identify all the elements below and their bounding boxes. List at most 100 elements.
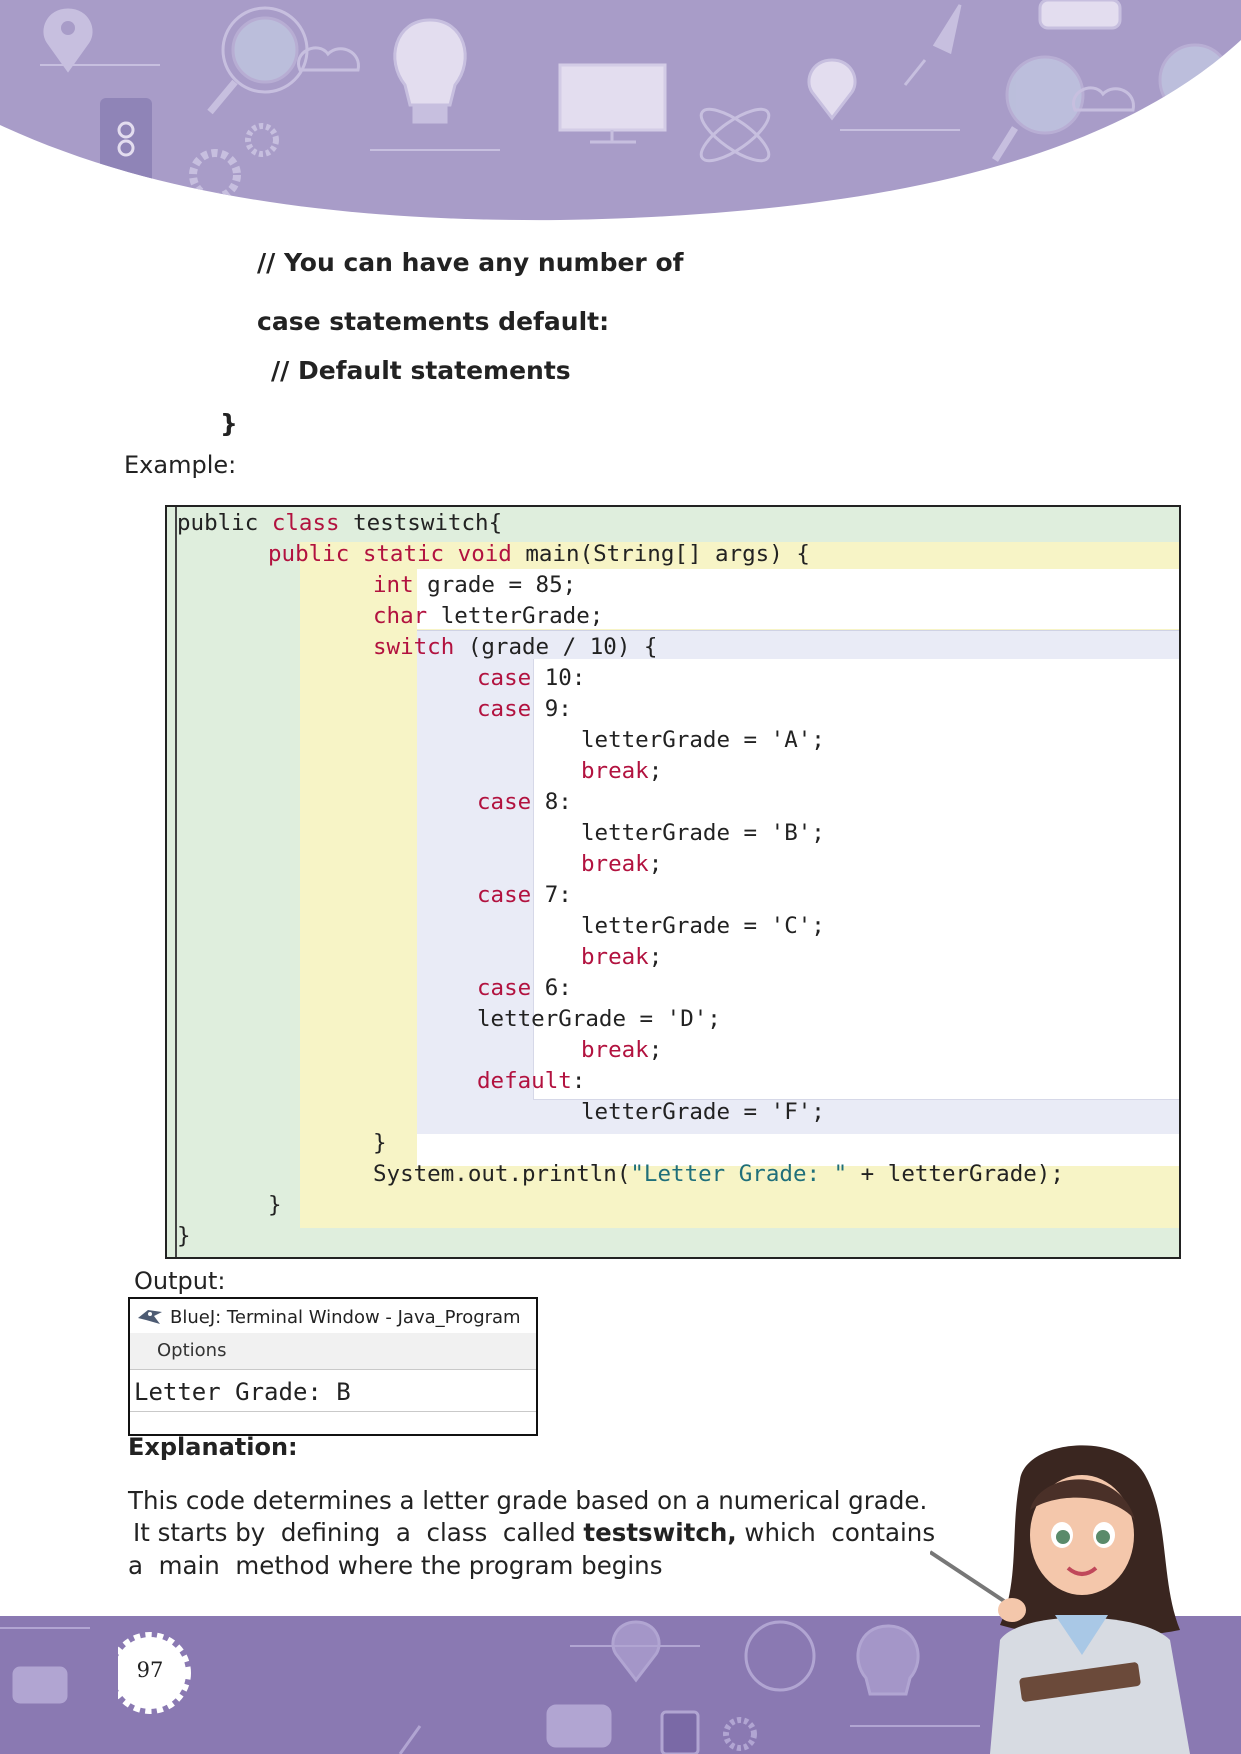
output-label: Output: xyxy=(134,1267,226,1295)
magnifier-cloud-icon xyxy=(207,6,360,115)
page-gear-badge xyxy=(118,1632,191,1714)
terminal-title-bar[interactable]: BlueJ: Terminal Window - Java_Program xyxy=(136,1302,521,1332)
code-text: grade = 85; xyxy=(413,572,577,598)
code-line: char letterGrade; xyxy=(373,601,603,632)
code-text: + letterGrade); xyxy=(847,1161,1064,1187)
code-line: break; xyxy=(581,942,662,973)
code-keyword: int xyxy=(373,572,414,598)
explanation-line-2: It starts by defining a class called tes… xyxy=(133,1518,935,1547)
code-line: letterGrade = 'C'; xyxy=(581,911,825,942)
terminal-output: Letter Grade: B xyxy=(134,1378,351,1406)
code-text: : xyxy=(571,1068,586,1094)
code-text: } xyxy=(177,1223,191,1249)
code-text: ; xyxy=(648,1037,663,1063)
code-text: System.out.println( xyxy=(373,1161,631,1187)
code-line: break; xyxy=(581,756,662,787)
code-line: public static void main(String[] args) { xyxy=(268,539,810,570)
declaration-scope-block xyxy=(417,569,1179,629)
code-line: } xyxy=(373,1128,387,1159)
code-keyword: default xyxy=(477,1068,572,1094)
code-text: testswitch{ xyxy=(339,510,503,536)
lightbulb-icon xyxy=(856,1624,920,1696)
code-line: } xyxy=(177,1221,191,1252)
syntax-closing-brace: } xyxy=(220,409,238,438)
code-text: 7: xyxy=(531,882,572,908)
bluej-bird-icon xyxy=(138,1310,162,1324)
code-keyword: case xyxy=(477,975,532,1001)
code-text: letterGrade = 'F'; xyxy=(581,1099,825,1125)
code-keyword: break xyxy=(581,1037,649,1063)
code-line: case 8: xyxy=(477,787,572,818)
code-text: (grade / 10) { xyxy=(454,634,658,660)
explanation-line-3: a main method where the program begins xyxy=(128,1551,663,1580)
code-text: ; xyxy=(648,851,663,877)
code-keyword: class xyxy=(271,510,340,536)
code-line: } xyxy=(268,1190,282,1221)
code-text: ; xyxy=(648,944,663,970)
rocket-icon xyxy=(903,4,962,86)
code-text: 10: xyxy=(531,665,586,691)
println-scope-block xyxy=(417,1134,1179,1166)
phone-link-icon xyxy=(660,1710,700,1754)
explanation-title: Explanation: xyxy=(128,1433,298,1461)
code-line: letterGrade = 'B'; xyxy=(581,818,825,849)
editor-margin-rule xyxy=(175,507,177,1257)
code-keyword: break xyxy=(581,944,649,970)
syntax-comment-default: // Default statements xyxy=(271,356,571,385)
code-keyword: char xyxy=(373,603,428,629)
code-text: main(String[] args) { xyxy=(511,541,810,567)
code-text: letterGrade = 'A'; xyxy=(581,727,825,753)
rocket-icon xyxy=(398,1725,422,1754)
header-banner xyxy=(0,0,1241,221)
code-line: case 10: xyxy=(477,663,585,694)
code-text: 6: xyxy=(531,975,572,1001)
code-line: public class testswitch{ xyxy=(177,508,502,539)
explanation-line-2-end: which contains xyxy=(736,1518,936,1547)
code-text: letterGrade; xyxy=(427,603,604,629)
magnifier-cloud-icon xyxy=(744,1620,816,1692)
terminal-title: BlueJ: Terminal Window - Java_Program xyxy=(170,1306,521,1328)
code-editor-panel: public class testswitch{public static vo… xyxy=(165,505,1181,1259)
code-keyword: break xyxy=(581,758,649,784)
code-text: letterGrade = 'B'; xyxy=(581,820,825,846)
example-label: Example: xyxy=(124,451,237,479)
code-keyword: switch xyxy=(373,634,455,660)
code-text: ; xyxy=(648,758,663,784)
lightbulb-icon xyxy=(393,18,467,124)
options-menu[interactable]: Options xyxy=(157,1340,227,1361)
code-text: public xyxy=(177,510,272,536)
terminal-window: BlueJ: Terminal Window - Java_Program Op… xyxy=(128,1297,538,1436)
code-keyword: break xyxy=(581,851,649,877)
terminal-menu-bar: Options xyxy=(130,1333,536,1370)
location-pin-icon xyxy=(611,1620,661,1683)
code-line: case 6: xyxy=(477,973,572,1004)
code-text: 8: xyxy=(531,789,572,815)
explanation-line-1: This code determines a letter grade base… xyxy=(128,1486,928,1515)
code-line: default: xyxy=(477,1066,585,1097)
code-text: 9: xyxy=(531,696,572,722)
terminal-divider xyxy=(130,1411,536,1412)
class-name-emphasis: testswitch, xyxy=(583,1518,737,1547)
code-line: letterGrade = 'F'; xyxy=(581,1097,825,1128)
phone-link-icon xyxy=(100,98,152,188)
location-pin-icon xyxy=(43,8,93,73)
syntax-comment-case: // You can have any number of xyxy=(257,248,684,277)
teacher-illustration xyxy=(930,1445,1190,1754)
code-keyword: case xyxy=(477,882,532,908)
monitor-icon xyxy=(558,63,667,144)
code-keyword: case xyxy=(477,696,532,722)
chat-bubble-icon xyxy=(546,1704,612,1748)
code-line: case 9: xyxy=(477,694,572,725)
code-keyword: case xyxy=(477,665,532,691)
code-line: case 7: xyxy=(477,880,572,911)
page-number: 97 xyxy=(136,1658,164,1682)
code-line: letterGrade = 'A'; xyxy=(581,725,825,756)
code-text: } xyxy=(268,1192,282,1218)
footer-pattern xyxy=(0,1620,980,1754)
chat-bubble-icon xyxy=(12,1666,68,1704)
code-keyword: public static void xyxy=(268,541,512,567)
explanation-line-2-start: It starts by defining a class called xyxy=(133,1518,584,1547)
gear-icon xyxy=(723,1717,757,1751)
code-line: break; xyxy=(581,849,662,880)
code-string: "Letter Grade: " xyxy=(630,1161,848,1187)
